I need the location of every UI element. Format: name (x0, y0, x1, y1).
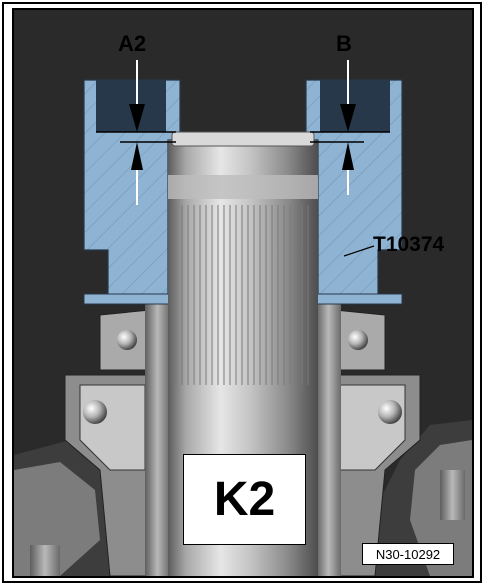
tool-leader-line (343, 245, 375, 257)
label-a2: A2 (118, 31, 147, 56)
part-label-k2: K2 (213, 472, 276, 526)
reference-box: N30-10292 (362, 543, 454, 565)
hub-flange-right (316, 300, 341, 576)
arrow-a2-down-head (129, 104, 145, 132)
arrow-b-up-head (342, 142, 354, 170)
arrow-a2-up-head (131, 142, 143, 170)
shaft-collar (168, 175, 318, 199)
bearing-ball-right (378, 400, 402, 424)
label-tool-t10374: T10374 (373, 233, 445, 256)
arrow-b-down-head (340, 104, 356, 132)
seal-ball-left (117, 330, 137, 350)
hub-flange-left (145, 300, 170, 576)
bearing-ball-left (83, 400, 107, 424)
shaft-top (171, 131, 315, 147)
reference-number: N30-10292 (375, 546, 441, 562)
seal-ball-right (348, 330, 368, 350)
label-b: B (336, 31, 352, 56)
part-label-box: K2 (183, 454, 306, 545)
knuckle-bolt-left (30, 545, 60, 576)
knuckle-bolt-right (440, 470, 465, 520)
shaft-splines (175, 205, 309, 385)
